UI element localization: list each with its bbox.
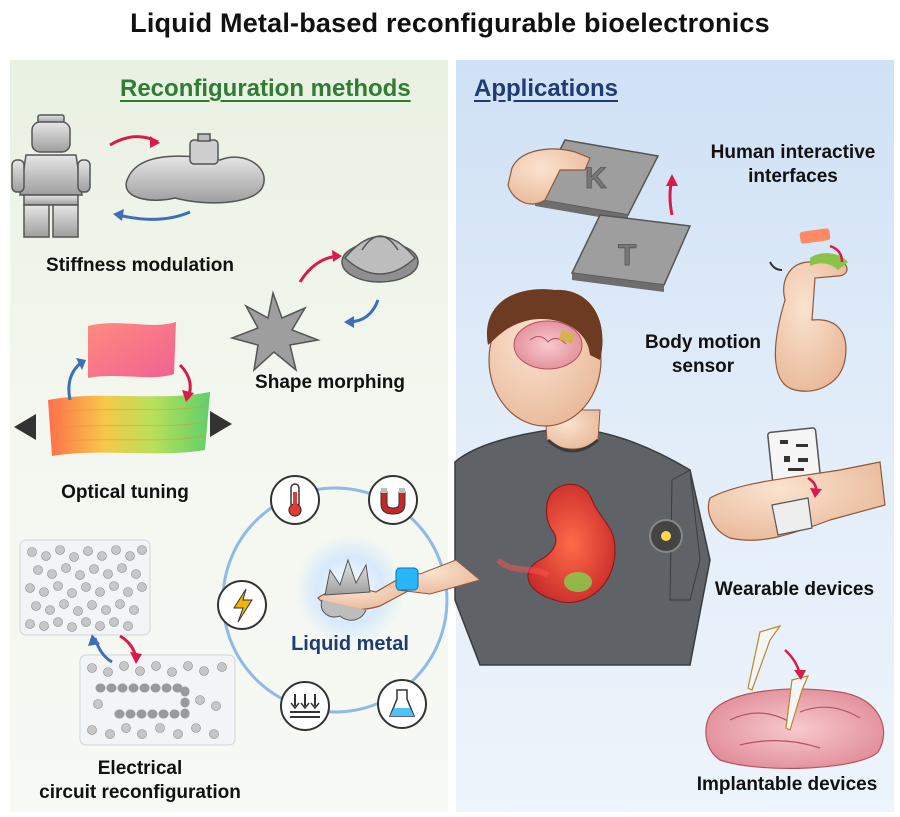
- electrical-circuit-label-line2: circuit reconfiguration: [39, 782, 241, 803]
- human-interactive-interfaces-label: Human interactive interfaces: [688, 141, 898, 189]
- finger-sensor-icon: [769, 228, 848, 392]
- thermometer-icon: [270, 475, 320, 525]
- particle-patch-random-icon: [19, 539, 151, 636]
- flat-star-shape-icon: [229, 290, 321, 372]
- melted-metal-icon: [125, 133, 265, 204]
- implantable-device-icon: [705, 624, 885, 769]
- pressure-icon: [280, 681, 330, 731]
- hand-with-liquid-metal-icon: [317, 558, 411, 621]
- lego-figure-icon: [11, 114, 91, 238]
- stomach-icon: [527, 483, 616, 604]
- pointing-hand-icon: [507, 148, 591, 205]
- electrical-circuit-label-line1: Electrical: [97, 758, 183, 779]
- shape-morphing-label: Shape morphing: [255, 372, 405, 393]
- body-motion-label-line1: Body motion: [644, 332, 762, 353]
- applications-heading: Applications: [474, 75, 619, 102]
- optical-patch-stretched-icon: [48, 392, 210, 456]
- person-illustration: [395, 289, 711, 666]
- body-motion-sensor-label: Body motion sensor: [618, 331, 788, 379]
- arrow-blue-icon: [117, 210, 191, 221]
- brain-icon: [513, 320, 583, 370]
- optical-tuning-label: Optical tuning: [61, 482, 189, 503]
- lightning-icon: [217, 580, 267, 630]
- closed-flower-shape-icon: [341, 235, 419, 283]
- human-interactive-label-line2: interfaces: [748, 166, 838, 187]
- stiffness-modulation-label: Stiffness modulation: [46, 255, 234, 276]
- magnet-icon: [368, 475, 418, 525]
- implantable-devices-label: Implantable devices: [696, 774, 878, 795]
- keypad-t-icon: T: [570, 214, 692, 292]
- wearable-devices-label: Wearable devices: [714, 579, 875, 600]
- reconfiguration-methods-heading: Reconfiguration methods: [120, 75, 411, 102]
- flask-icon: [377, 679, 427, 729]
- panel-divider: [449, 60, 455, 812]
- wearable-device-icon: [707, 427, 886, 541]
- body-motion-label-line2: sensor: [671, 356, 735, 377]
- electrical-circuit-label: Electrical circuit reconfiguration: [20, 757, 260, 805]
- liquid-metal-label: Liquid metal: [291, 633, 409, 655]
- optical-patch-small-icon: [88, 322, 176, 378]
- figure-title: Liquid Metal-based reconfigurable bioele…: [130, 8, 770, 38]
- human-interactive-label-line1: Human interactive: [710, 142, 876, 163]
- keypad-k-letter: K: [585, 162, 607, 195]
- particle-patch-circuit-icon: [79, 654, 236, 746]
- keypad-t-letter: T: [618, 239, 636, 272]
- armband-device-icon: [395, 567, 419, 591]
